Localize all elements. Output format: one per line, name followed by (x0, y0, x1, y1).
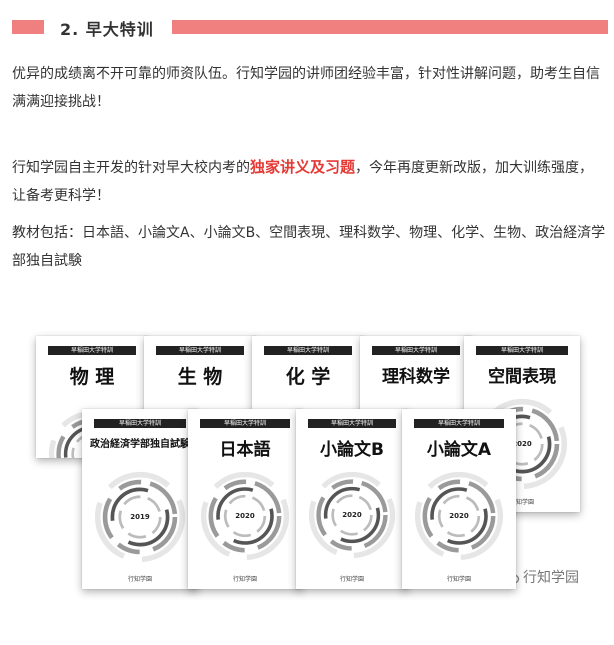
paragraph-materials-start: 行知学园自主开发的针对早大校内考的 (12, 160, 250, 176)
textbook-band: 早稲田大学特訓 (414, 419, 504, 428)
textbook-band: 早稲田大学特訓 (48, 346, 136, 355)
textbook-year: 2019 (130, 513, 150, 521)
textbook-year: 2020 (342, 511, 362, 519)
textbook-band: 早稲田大学特訓 (476, 346, 568, 355)
publisher-logo: 行知学園 (446, 576, 472, 583)
section-header: 2. 早大特训 (0, 17, 614, 39)
textbook-title: 物 理 (69, 366, 115, 388)
publisher-logo: 行知学園 (232, 576, 258, 583)
textbook-band: 早稲田大学特訓 (94, 419, 186, 428)
paragraph-materials: 行知学园自主开发的针对早大校内考的独家讲义及习题，今年再度更新改版，加大训练强度… (12, 153, 606, 210)
paragraph-teachers: 优异的成绩离不开可靠的师资队伍。行知学园的讲师团经验丰富，针对性讲解问题，助考生… (12, 66, 600, 110)
publisher-logo: 行知学園 (339, 576, 365, 583)
cover-ring-graphic (414, 471, 504, 565)
cover-ring-graphic (308, 471, 396, 563)
textbook-year: 2020 (512, 440, 532, 448)
textbook-cover: 早稲田大学特訓小論文A 2020 行知学園 (402, 409, 516, 589)
textbook-cover: 早稲田大学特訓小論文B 2020 行知学園 (296, 409, 408, 589)
textbook-title: 日本語 (219, 440, 271, 460)
highlight-exclusive-materials: 独家讲义及习题 (250, 158, 356, 176)
publisher-logo: 行知学園 (509, 499, 535, 506)
textbook-year: 2020 (235, 512, 255, 520)
cover-ring-graphic (200, 471, 290, 565)
header-bar-right (172, 20, 608, 34)
textbook-band: 早稲田大学特訓 (156, 346, 244, 355)
textbook-title: 生 物 (177, 366, 223, 388)
textbook-title: 小論文A (426, 440, 492, 460)
textbook-title: 小論文B (320, 440, 384, 460)
textbook-cover: 早稲田大学特訓日本語 2020 行知学園 (188, 409, 302, 589)
header-bar-left (12, 20, 44, 34)
cover-ring-graphic (94, 471, 186, 567)
textbook-cover: 早稲田大学特訓政治経済学部独自試験 2019 行知学園 (82, 409, 198, 589)
textbook-year: 2020 (449, 512, 469, 520)
textbook-title: 空間表現 (488, 367, 556, 387)
textbook-title: 政治経済学部独自試験 (90, 439, 190, 450)
textbook-band: 早稲田大学特訓 (264, 346, 352, 355)
paragraph-materials-end: ，今年再度更新改版，加大训练强度，让备考更科学！ (12, 160, 594, 204)
textbook-band: 早稲田大学特訓 (200, 419, 290, 428)
textbook-title: 化 学 (285, 366, 331, 388)
textbook-title: 理科数学 (382, 367, 450, 387)
paragraph-subject-list: 教材包括：日本語、小論文A、小論文B、空間表現、理科数学、物理、化学、生物、政治… (12, 225, 606, 269)
publisher-logo: 行知学園 (127, 576, 153, 583)
watermark-text: 行知学园 (523, 570, 579, 586)
textbook-band: 早稲田大学特訓 (372, 346, 460, 355)
textbook-photo: 早稲田大学特訓物 理早稲田大学特訓生 物早稲田大学特訓化 学早稲田大学特訓理科数… (28, 336, 584, 592)
textbook-band: 早稲田大学特訓 (308, 419, 396, 428)
section-title: 2. 早大特训 (60, 20, 154, 39)
